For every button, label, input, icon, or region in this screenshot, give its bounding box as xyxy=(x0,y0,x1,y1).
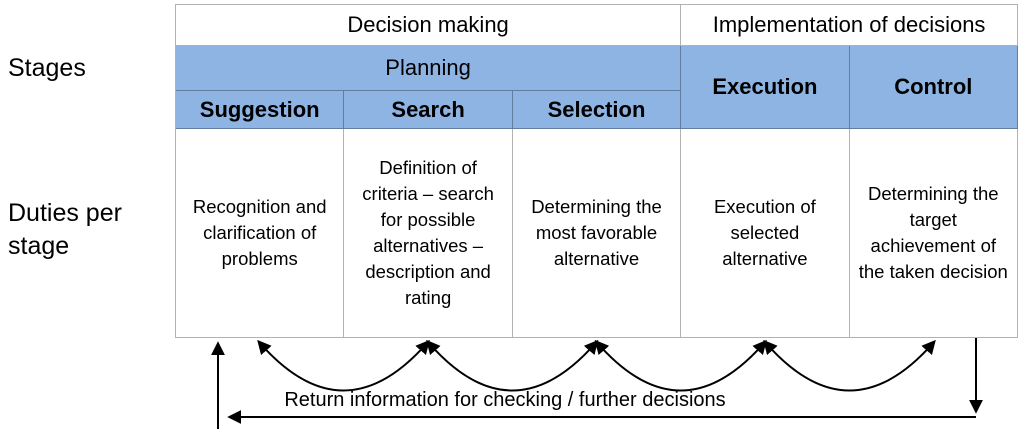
stages-label: Stages xyxy=(8,54,86,82)
duty-suggestion: Recognition and clarification of problem… xyxy=(176,129,345,338)
duty-selection: Determining the most favorable alternati… xyxy=(512,129,682,338)
feedback-arc-execution-control xyxy=(763,339,936,392)
stage-header-search: Search xyxy=(344,91,513,129)
duty-control: Determining the target achievement of th… xyxy=(849,129,1018,338)
stage-header-control: Control xyxy=(849,46,1018,129)
feedback-arrows xyxy=(211,338,983,429)
feedback-arc-suggestion-search xyxy=(257,339,430,392)
phase-header-decision-making: Decision making xyxy=(176,5,682,46)
feedback-arc-search-selection xyxy=(426,339,599,392)
duties-per-stage-label: Duties per stage xyxy=(8,199,122,260)
duty-search: Definition of criteria – search for poss… xyxy=(344,129,513,338)
stage-header-execution: Execution xyxy=(681,46,850,129)
phase-header-implementation: Implementation of decisions xyxy=(681,5,1018,46)
stage-header-planning: Planning xyxy=(176,46,682,91)
decision-process-table: Decision making Implementation of decisi… xyxy=(175,4,1018,338)
stage-header-selection: Selection xyxy=(512,91,682,129)
duty-execution: Execution of selected alternative xyxy=(681,129,850,338)
return-information-label: Return information for checking / furthe… xyxy=(284,389,726,411)
feedback-arc-selection-execution xyxy=(594,339,767,392)
stage-header-suggestion: Suggestion xyxy=(176,91,345,129)
